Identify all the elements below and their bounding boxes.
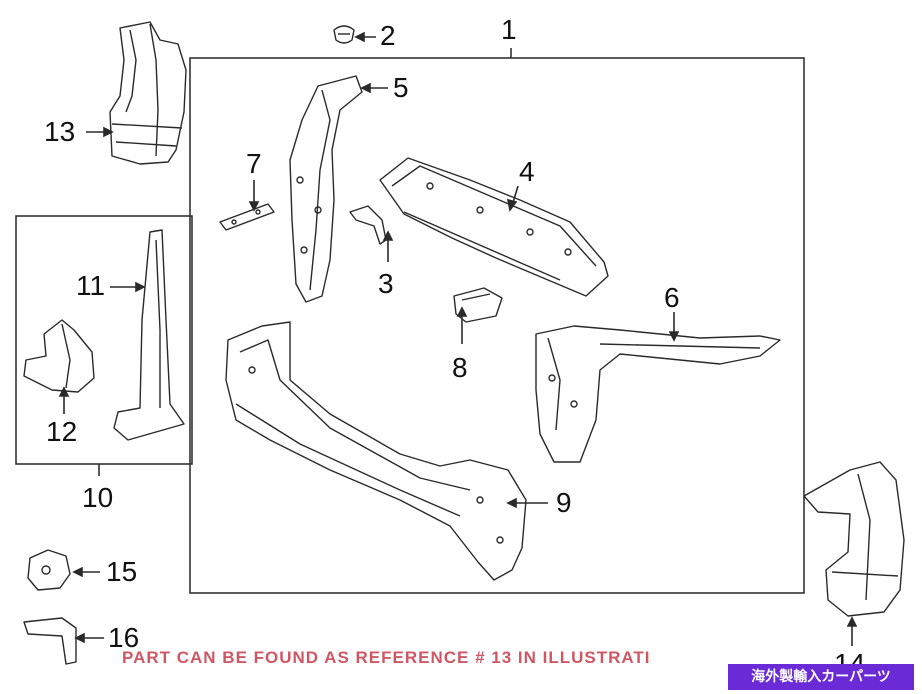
arrow-9	[506, 497, 517, 509]
arrow-12	[58, 386, 70, 397]
callout-9: 9	[556, 487, 572, 518]
callout-13: 13	[44, 116, 76, 147]
callout-8: 8	[452, 352, 468, 383]
part-13-bracket	[109, 21, 187, 165]
arrow-3	[382, 230, 394, 241]
callout-5: 5	[393, 72, 409, 103]
callout-3: 3	[378, 268, 394, 299]
arrow-4	[506, 198, 518, 212]
part-8-bracket	[453, 287, 503, 323]
callout-12: 12	[46, 416, 78, 447]
vendor-badge: 海外製輸入カーパーツ	[728, 664, 914, 690]
part-16-bracket	[23, 617, 77, 665]
callout-11: 11	[76, 270, 106, 301]
arrow-7	[248, 201, 260, 212]
reference-caption: PART CAN BE FOUND AS REFERENCE # 13 IN I…	[122, 648, 651, 667]
part-7-bar	[219, 203, 275, 231]
main-assembly-frame	[189, 57, 805, 594]
arrow-15	[72, 566, 83, 578]
part-12-bracket	[23, 319, 95, 393]
part-9-lowerframe	[225, 321, 527, 581]
part-14-bracket	[803, 461, 905, 617]
callout-10: 10	[82, 482, 114, 513]
callout-16: 16	[108, 622, 140, 653]
callout-4: 4	[519, 156, 535, 187]
arrow-14	[846, 616, 858, 627]
arrow-11	[135, 281, 146, 293]
arrow-16	[74, 632, 85, 644]
callout-7: 7	[246, 148, 262, 179]
part-3-hook	[349, 205, 387, 245]
callout-1: 1	[501, 14, 517, 45]
arrow-6	[668, 331, 680, 342]
arrow-13	[103, 126, 114, 138]
part-11-strip	[113, 229, 185, 441]
callout-2: 2	[380, 20, 396, 51]
part-5-bracket	[289, 75, 363, 303]
part-2-clip	[333, 25, 355, 44]
sub-assembly-frame	[15, 215, 193, 465]
part-6-sidemember	[535, 325, 781, 463]
arrow-2	[354, 31, 365, 43]
callout-6: 6	[664, 282, 680, 313]
part-4-crossmember	[379, 157, 609, 297]
arrow-8	[456, 306, 468, 317]
arrow-5	[360, 82, 371, 94]
callout-15: 15	[106, 556, 138, 587]
part-15-clip	[27, 549, 71, 591]
